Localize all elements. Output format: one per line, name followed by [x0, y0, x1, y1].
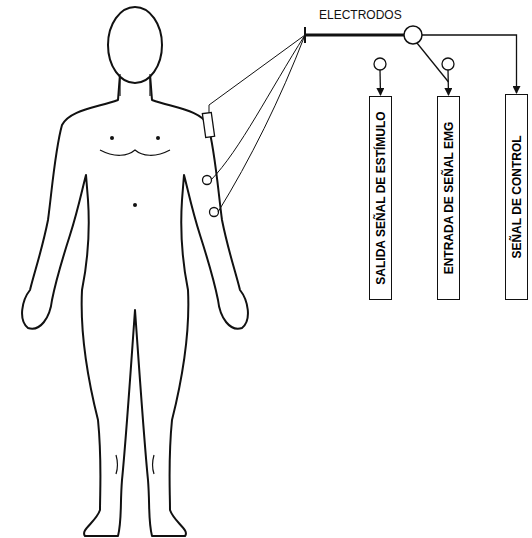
signal-arrow	[447, 70, 449, 95]
signal-box: SALIDA SEÑAL DE ESTÍMULO	[369, 96, 392, 300]
nipple	[156, 136, 160, 140]
signal-arrow	[379, 70, 381, 95]
box-label: SALIDA SEÑAL DE ESTÍMULO	[374, 111, 388, 284]
connector-circle	[404, 26, 422, 44]
signal-box: ENTRADA DE SEÑAL EMG	[437, 96, 460, 300]
part-label: ELECTRODOS	[318, 8, 403, 22]
electrode-pad	[202, 112, 214, 137]
nipple	[110, 136, 114, 140]
navel	[133, 203, 137, 207]
body-details	[100, 74, 170, 474]
signal-arrow	[422, 35, 517, 93]
electrode	[203, 176, 212, 185]
head-outline	[108, 7, 162, 83]
box-label: ENTRADA DE SEÑAL EMG	[442, 122, 456, 275]
cable-bus	[305, 34, 404, 37]
electrode-wire	[209, 35, 305, 212]
body-outline	[22, 74, 248, 536]
box-label: SEÑAL DE CONTROL	[510, 135, 524, 258]
electrode	[210, 208, 219, 217]
terminal-circle	[374, 58, 386, 70]
signal-arrow	[417, 43, 449, 82]
terminal-circle	[442, 58, 454, 70]
signal-box: SEÑAL DE CONTROL	[505, 94, 528, 300]
